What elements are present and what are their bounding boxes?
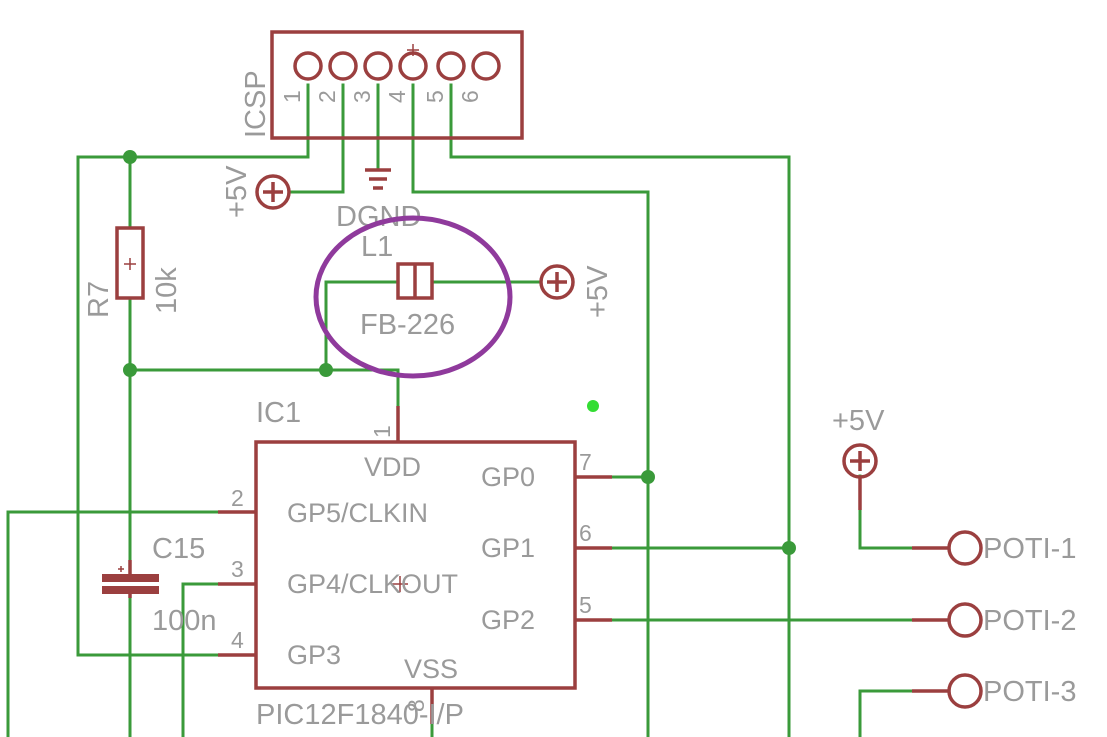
icsp-pin-3: 3 <box>349 90 375 103</box>
poti-terminal-3[interactable]: POTI-3 <box>912 673 1076 709</box>
icsp-pin-5: 5 <box>422 90 448 103</box>
resistor-value: 10k <box>151 267 183 314</box>
capacitor-c15[interactable]: C15 100n <box>102 533 217 637</box>
junction-dot <box>782 541 796 555</box>
pin-number-gp2: 5 <box>579 592 592 618</box>
power-symbol-poti[interactable]: +5V <box>832 405 885 510</box>
resistor-r7[interactable]: R7 10k <box>83 226 183 318</box>
pin-gp3-label: GP3 <box>287 640 341 670</box>
pin-number-vss: 8 <box>403 699 429 712</box>
pin-gp2-label: GP2 <box>481 605 535 635</box>
icsp-pin-4: 4 <box>384 90 410 103</box>
resistor-name: R7 <box>83 281 115 318</box>
icsp-label: ICSP <box>240 70 272 138</box>
poti-terminal-2[interactable]: POTI-2 <box>912 602 1076 638</box>
icsp-pin-2: 2 <box>314 90 340 103</box>
icsp-connector[interactable]: ICSP 1 2 3 4 5 6 <box>240 30 524 140</box>
pin-number-vdd: 1 <box>369 425 395 438</box>
power-label: +5V <box>832 405 885 437</box>
highlight-ellipse <box>313 215 513 379</box>
pin-number-gp3: 4 <box>231 627 244 653</box>
power-label: +5V <box>582 265 614 318</box>
junction-dot <box>641 470 655 484</box>
inductor-l1[interactable]: L1 FB-226 <box>360 231 455 341</box>
pin-number-gp0: 7 <box>579 449 592 475</box>
pin-number-gp5: 2 <box>231 485 244 511</box>
icsp-pin-6: 6 <box>457 90 483 103</box>
capacitor-name: C15 <box>152 533 205 565</box>
poti-terminal-1[interactable]: POTI-1 <box>912 530 1076 566</box>
pin-number-gp1: 6 <box>579 520 592 546</box>
pin-number-gp4: 3 <box>231 556 244 582</box>
icsp-pin-1: 1 <box>279 90 305 103</box>
pin-vdd-label: VDD <box>364 452 421 482</box>
poti-label: POTI-2 <box>983 605 1076 637</box>
ic1[interactable]: IC1 PIC12F1840-I/P VDD VSS GP0 GP1 GP2 G… <box>218 397 612 731</box>
junctions <box>123 150 796 555</box>
wires <box>6 83 950 737</box>
pin-gp4-label: GP4/CLKOUT <box>287 569 458 599</box>
inductor-value: FB-226 <box>360 309 455 341</box>
ic-name: IC1 <box>256 397 301 429</box>
marker-dot <box>587 400 599 412</box>
inductor-name: L1 <box>361 231 393 263</box>
capacitor-value: 100n <box>152 605 217 637</box>
poti-label: POTI-1 <box>983 533 1076 565</box>
junction-dot <box>319 363 333 377</box>
power-label: +5V <box>221 165 253 218</box>
poti-label: POTI-3 <box>983 676 1076 708</box>
power-symbol-icsp[interactable]: +5V <box>221 165 291 218</box>
pin-gp5-label: GP5/CLKIN <box>287 498 428 528</box>
pin-gp1-label: GP1 <box>481 533 535 563</box>
junction-dot <box>123 363 137 377</box>
ic-part: PIC12F1840-I/P <box>256 699 464 731</box>
junction-dot <box>123 150 137 164</box>
power-symbol-l1[interactable]: +5V <box>539 264 614 318</box>
pin-vss-label: VSS <box>404 654 458 684</box>
pin-gp0-label: GP0 <box>481 462 535 492</box>
